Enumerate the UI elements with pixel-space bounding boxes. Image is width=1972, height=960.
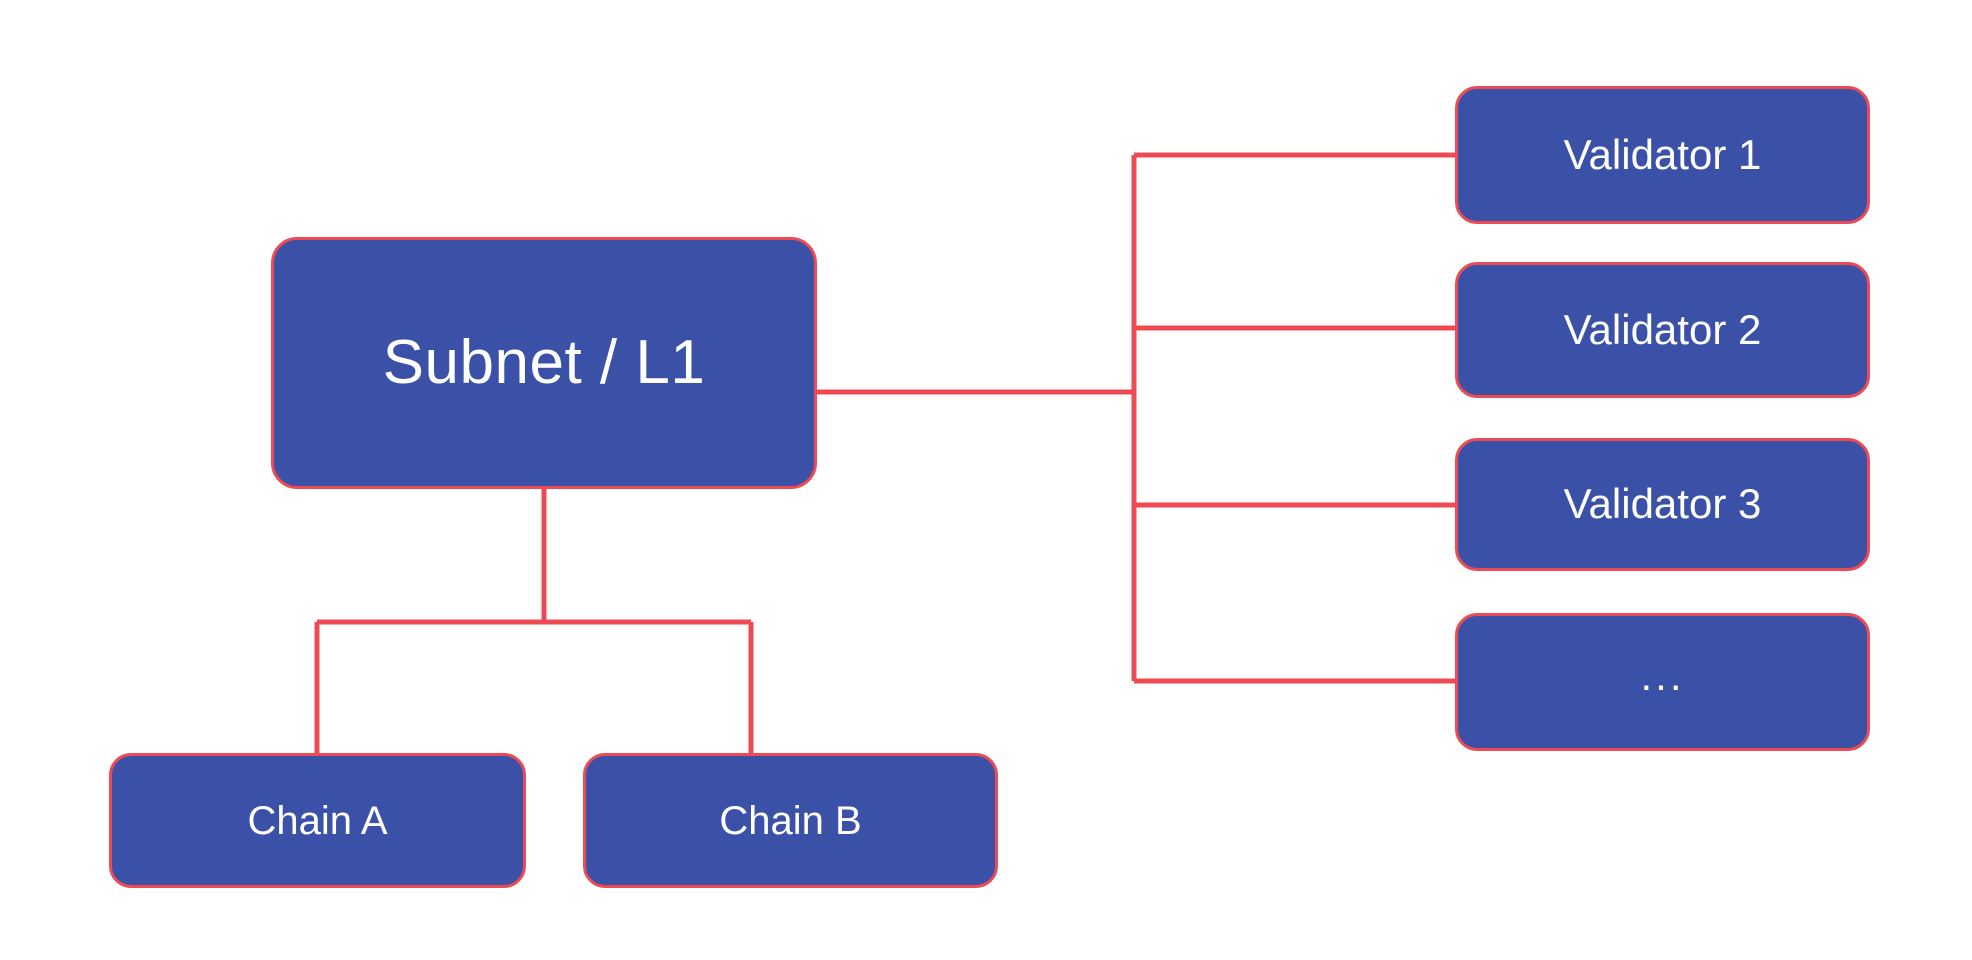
- node-validator-3[interactable]: Validator 3: [1455, 438, 1870, 571]
- node-chain-a[interactable]: Chain A: [109, 753, 526, 888]
- node-chain-a-label: Chain A: [247, 798, 388, 843]
- node-validator-3-label: Validator 3: [1563, 480, 1762, 528]
- node-validator-more[interactable]: ...: [1455, 613, 1870, 751]
- node-chain-b-label: Chain B: [719, 798, 862, 843]
- node-chain-b[interactable]: Chain B: [583, 753, 998, 888]
- node-subnet-l1[interactable]: Subnet / L1: [271, 237, 817, 489]
- node-validator-1[interactable]: Validator 1: [1455, 86, 1870, 224]
- node-subnet-l1-label: Subnet / L1: [382, 327, 706, 397]
- node-validator-more-label: ...: [1640, 651, 1685, 699]
- node-validator-2[interactable]: Validator 2: [1455, 262, 1870, 398]
- node-validator-2-label: Validator 2: [1563, 305, 1762, 353]
- node-validator-1-label: Validator 1: [1563, 130, 1762, 178]
